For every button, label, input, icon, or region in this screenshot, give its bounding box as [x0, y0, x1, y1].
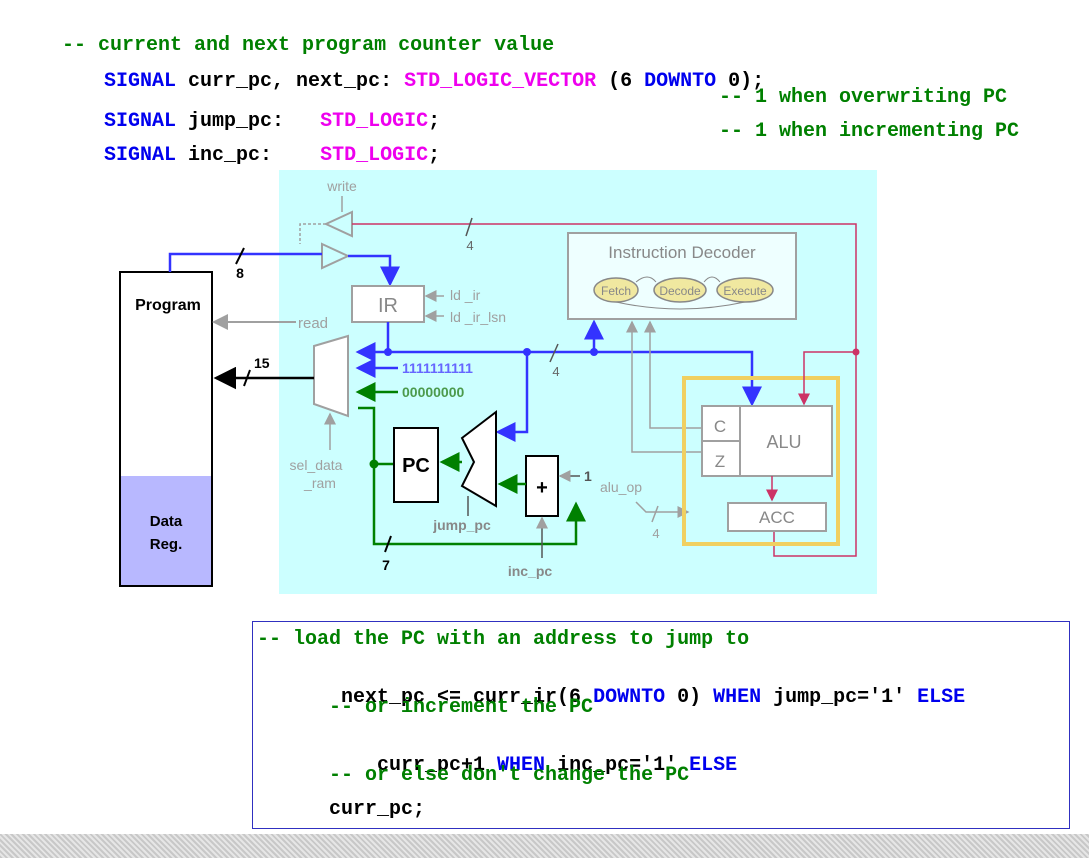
bus-width-4-top: 4 — [466, 238, 473, 253]
cpu-datapath-diagram: Program Data Reg. write 8 4 IR ld _ir ld… — [119, 170, 877, 594]
ones-constant: 1111111111 — [402, 360, 473, 376]
read-label: read — [298, 315, 328, 332]
bus-width-7: 7 — [382, 557, 390, 573]
ir-label: IR — [378, 295, 398, 317]
code-line-signal-inc: SIGNAL inc_pc: STD_LOGIC; — [104, 144, 441, 167]
const-one-label: 1 — [584, 468, 592, 484]
instruction-decoder-label: Instruction Decoder — [608, 243, 756, 262]
bus-width-15: 15 — [254, 355, 270, 371]
inc-pc-label: inc_pc — [508, 563, 553, 579]
z-flag-label: Z — [715, 452, 725, 471]
fetch-label: Fetch — [601, 284, 631, 298]
sel-data-label-1: sel_data — [290, 457, 343, 473]
instruction-decoder-box — [567, 232, 797, 320]
bottom-code-comment-load: -- load the PC with an address to jump t… — [257, 628, 750, 651]
bus-width-4-alu: 4 — [652, 526, 659, 541]
write-label: write — [326, 178, 357, 194]
alu-op-label: alu_op — [600, 479, 642, 495]
bus-width-8: 8 — [236, 265, 244, 281]
sel-data-label-2: _ram — [303, 475, 336, 491]
data-reg-label-2: Reg. — [150, 536, 183, 553]
ld-ir-lsn-label: ld _ir_lsn — [450, 309, 506, 325]
bottom-code-line-next-pc: next_pc <= curr_ir(6 DOWNTO 0) WHEN jump… — [305, 686, 966, 709]
bottom-code-box: -- load the PC with an address to jump t… — [252, 621, 1070, 829]
write-buffer-in — [321, 242, 351, 270]
code-comment-inc: -- 1 when incrementing PC — [719, 120, 1020, 143]
decode-label: Decode — [659, 284, 701, 298]
c-flag-label: C — [714, 417, 726, 436]
decode-state — [653, 277, 707, 303]
incrementer-adder — [525, 455, 559, 517]
bottom-hatch-strip — [0, 834, 1089, 858]
acc-register — [727, 502, 827, 532]
alu-label: ALU — [766, 432, 801, 452]
execute-label: Execute — [723, 284, 767, 298]
code-comment-jump: -- 1 when overwriting PC — [719, 86, 1008, 109]
alu-outline — [682, 376, 840, 546]
jump-pc-label: jump_pc — [432, 517, 491, 533]
acc-label: ACC — [759, 508, 795, 527]
bottom-code-comment-increment: -- or increment the PC — [257, 696, 594, 719]
bus-width-4-mid: 4 — [552, 364, 559, 379]
address-mux — [313, 334, 349, 418]
program-label: Program — [135, 297, 201, 314]
next-pc-mux — [460, 409, 497, 508]
bottom-code-comment-else: -- or else don't change the PC — [257, 764, 690, 787]
plus-label: + — [536, 477, 548, 499]
data-reg-label-1: Data — [150, 513, 183, 530]
zeros-constant: 00000000 — [402, 384, 465, 400]
data-reg-region — [121, 476, 211, 585]
bottom-code-line-curr-pc: curr_pc; — [257, 798, 426, 821]
bottom-code-line-inc: curr_pc+1 WHEN inc_pc='1' ELSE — [305, 754, 738, 777]
code-line-signal-jump: SIGNAL jump_pc: STD_LOGIC; — [104, 110, 441, 133]
code-line-signal-pc: SIGNAL curr_pc, next_pc: STD_LOGIC_VECTO… — [104, 70, 765, 93]
ld-ir-label: ld _ir — [450, 287, 481, 303]
pc-register — [393, 427, 439, 503]
pc-label: PC — [402, 455, 430, 477]
code-line-comment-header: -- current and next program counter valu… — [62, 34, 555, 57]
